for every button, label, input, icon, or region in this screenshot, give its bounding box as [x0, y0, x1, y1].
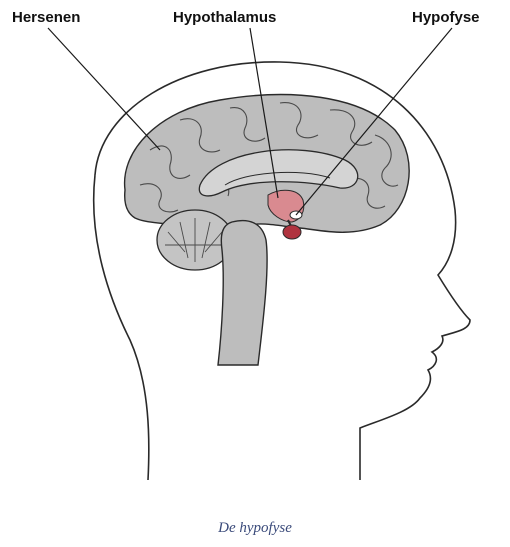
figure-caption: De hypofyse [0, 520, 510, 537]
brainstem [218, 221, 267, 365]
